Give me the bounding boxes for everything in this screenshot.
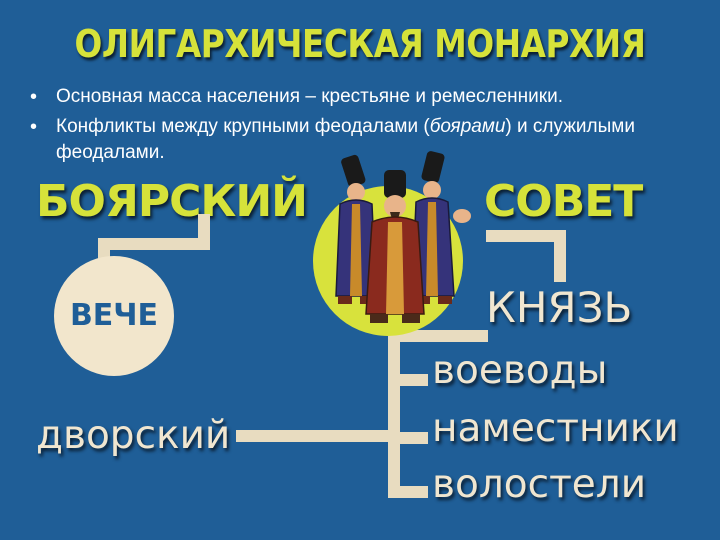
boyar-label: БОЯРСКИЙ [36, 176, 308, 227]
dvorsky-label: дворский [36, 413, 231, 458]
connector-knyaz-down [388, 330, 400, 492]
bullet-text-after: ) и служилыми феодалами. [56, 116, 635, 163]
subordinate-voevody: воеводы [432, 348, 608, 393]
subordinate-namestniki: наместники [432, 406, 679, 451]
boyar-figure-center [365, 170, 425, 323]
bullet-item-conflicts: Конфликты между крупными феодалами (бояр… [30, 114, 680, 166]
bullet-text-italic: боярами [429, 116, 506, 137]
knyaz-label: КНЯЗЬ [486, 283, 633, 332]
connector-voevody [388, 374, 428, 386]
bullet-text-before: Конфликты между крупными феодалами ( [56, 116, 430, 137]
subordinate-volosteli: волостели [432, 462, 647, 507]
connector-boyar-horizontal [98, 238, 210, 250]
veche-label: ВЕЧЕ [69, 298, 159, 333]
connector-dvorsky [236, 430, 388, 442]
boyar-figure-right [411, 151, 471, 304]
connector-namestniki [388, 432, 428, 444]
slide-title: ОЛИГАРХИЧЕСКАЯ МОНАРХИЯ [74, 22, 646, 66]
bullet-item-population: Основная масса населения – крестьяне и р… [30, 84, 680, 110]
sovet-label: СОВЕТ [484, 176, 643, 227]
bullet-list: Основная масса населения – крестьяне и р… [30, 84, 680, 170]
connector-knyaz-top [388, 330, 488, 342]
connector-volosteli [388, 486, 428, 498]
bullet-text: Основная масса населения – крестьяне и р… [56, 86, 563, 107]
boyars-illustration [335, 151, 471, 323]
connector-sovet-horizontal [486, 230, 566, 242]
veche-circle [54, 256, 174, 376]
connector-to-knyaz [554, 230, 566, 282]
boyar-figure-left [335, 154, 377, 304]
